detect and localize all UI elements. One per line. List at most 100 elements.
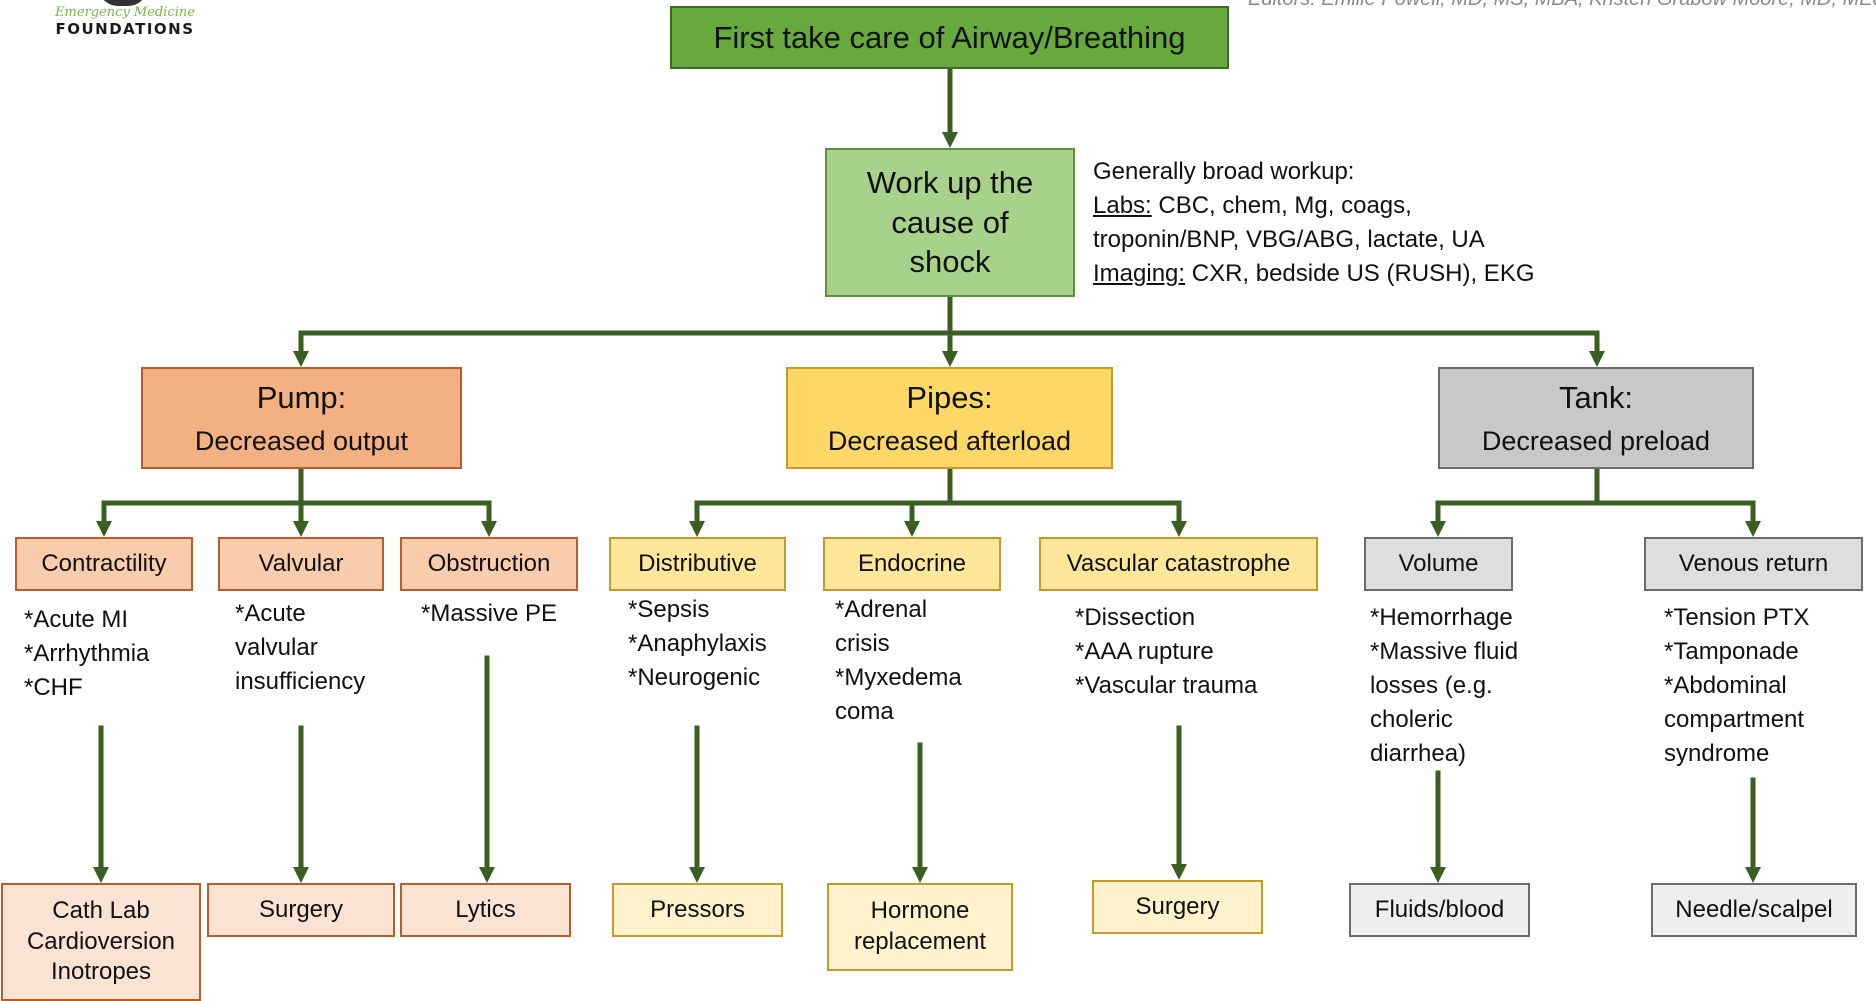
logo-mark-icon [98, 0, 148, 6]
treatment-vascular-catastrophe-box: Surgery [1092, 880, 1263, 934]
treatment-line: Hormone [870, 897, 970, 925]
editors-credit: Editors: Emilie Powell, MD, MS, MBA; Kri… [1248, 0, 1876, 11]
category-subtitle: Decreased output [194, 425, 409, 456]
workup-notes: Generally broad workup: Labs: CBC, chem,… [1093, 155, 1535, 291]
arrowhead-icon [293, 867, 309, 883]
labs-line-2: troponin/BNP, VBG/ABG, lactate, UA [1093, 226, 1485, 253]
cause-item: *Arrhythmia [24, 640, 150, 667]
causes-distributive: *Sepsis *Anaphylaxis *Neurogenic [628, 593, 767, 695]
arrowhead-icon [1171, 521, 1187, 537]
cause-item: *Myxedema [835, 664, 962, 691]
subtype-distributive-box: Distributive [609, 537, 786, 591]
category-title: Pump: [256, 379, 347, 415]
workup-line: Work up the [866, 164, 1034, 200]
treatment-line: Pressors [650, 895, 745, 923]
subtype-label: Valvular [258, 549, 344, 577]
labs-text: CBC, chem, Mg, coags, [1151, 192, 1412, 219]
brand-tagline: Emergency Medicine [55, 5, 195, 20]
arrowhead-icon [942, 132, 958, 148]
imaging-label: Imaging: [1093, 260, 1186, 287]
arrowhead-icon [93, 867, 109, 883]
arrowhead-icon [912, 867, 928, 883]
cause-item: *Acute [235, 600, 306, 627]
subtype-contractility-box: Contractility [15, 537, 193, 591]
treatment-line: Surgery [258, 895, 344, 923]
arrowhead-icon [689, 521, 705, 537]
treatment-obstruction-box: Lytics [400, 883, 571, 937]
arrowhead-icon [689, 867, 705, 883]
subtype-endocrine-box: Endocrine [823, 537, 1001, 591]
category-title: Pipes: [906, 379, 993, 415]
arrowhead-icon [1430, 867, 1446, 883]
treatment-endocrine-box: Hormone replacement [827, 883, 1013, 971]
arrowhead-icon [1589, 351, 1605, 367]
workup-intro: Generally broad workup: [1093, 158, 1355, 185]
cause-item: losses (e.g. [1370, 672, 1493, 699]
subtype-label: Endocrine [857, 549, 967, 577]
subtype-label: Distributive [638, 549, 757, 577]
treatment-line: Cath Lab [52, 896, 150, 924]
subtype-vascular-catastrophe-box: Vascular catastrophe [1039, 537, 1318, 591]
arrowhead-icon [1745, 867, 1761, 883]
cause-item: *Sepsis [628, 596, 710, 623]
category-title: Tank: [1558, 379, 1634, 415]
treatment-valvular-box: Surgery [207, 883, 395, 937]
treatment-line: replacement [853, 928, 987, 955]
treatment-contractility-box: Cath Lab Cardioversion Inotropes [1, 883, 201, 1001]
root-label: First take care of Airway/Breathing [713, 19, 1186, 55]
cause-item: *Vascular trauma [1075, 672, 1258, 699]
causes-endocrine: *Adrenal crisis *Myxedema coma [835, 593, 962, 729]
arrowhead-icon [904, 521, 920, 537]
causes-valvular: *Acute valvular insufficiency [235, 597, 365, 699]
treatment-line: Lytics [455, 895, 516, 923]
treatment-line: Surgery [1135, 892, 1220, 920]
category-subtitle: Decreased afterload [827, 425, 1072, 456]
causes-obstruction: *Massive PE [421, 597, 557, 631]
workup-line: shock [909, 244, 991, 280]
subtype-venous-return-box: Venous return [1644, 537, 1863, 591]
labs-label: Labs: [1093, 192, 1152, 219]
subtype-label: Vascular catastrophe [1066, 549, 1291, 577]
brand-name: FOUNDATIONS [55, 20, 195, 38]
arrowhead-icon [96, 521, 112, 537]
arrowhead-icon [479, 867, 495, 883]
cause-item: *Neurogenic [628, 664, 761, 691]
treatment-line: Inotropes [50, 958, 152, 986]
cause-item: *Hemorrhage [1370, 604, 1513, 631]
causes-contractility: *Acute MI *Arrhythmia *CHF [24, 603, 149, 705]
category-subtitle: Decreased preload [1481, 425, 1711, 456]
treatment-line: Needle/scalpel [1675, 895, 1833, 923]
arrowhead-icon [942, 351, 958, 367]
cause-item: *Massive fluid [1370, 638, 1519, 665]
treatment-distributive-box: Pressors [612, 883, 783, 937]
cause-item: *Massive PE [421, 600, 558, 627]
treatment-venous-return-box: Needle/scalpel [1651, 883, 1857, 937]
treatment-line: Cardioversion [26, 927, 176, 955]
subtype-label: Contractility [41, 549, 167, 577]
treatment-line: Fluids/blood [1374, 895, 1505, 923]
arrowhead-icon [293, 521, 309, 537]
cause-item: *Acute MI [24, 606, 129, 633]
causes-vascular-catastrophe: *Dissection *AAA rupture *Vascular traum… [1075, 601, 1257, 703]
cause-item: *Tamponade [1664, 638, 1799, 665]
subtype-volume-box: Volume [1364, 537, 1513, 591]
arrowhead-icon [1171, 864, 1187, 880]
cause-item: *Abdominal [1664, 672, 1787, 699]
arrowhead-icon [481, 521, 497, 537]
treatment-volume-box: Fluids/blood [1349, 883, 1530, 937]
cause-item: compartment [1664, 706, 1805, 733]
cause-item: *Tension PTX [1664, 604, 1810, 631]
causes-venous-return: *Tension PTX *Tamponade *Abdominal compa… [1664, 601, 1809, 771]
arrowhead-icon [1430, 521, 1446, 537]
cause-item: insufficiency [235, 668, 366, 695]
causes-volume: *Hemorrhage *Massive fluid losses (e.g. … [1370, 601, 1518, 771]
imaging-line: Imaging: CXR, bedside US (RUSH), EKG [1093, 257, 1535, 291]
arrowhead-icon [1745, 521, 1761, 537]
tank-category-box: Tank: Decreased preload [1438, 367, 1754, 469]
subtype-label: Venous return [1678, 549, 1829, 577]
cause-item: *Dissection [1075, 604, 1196, 631]
pump-category-box: Pump: Decreased output [141, 367, 462, 469]
arrowhead-icon [293, 351, 309, 367]
